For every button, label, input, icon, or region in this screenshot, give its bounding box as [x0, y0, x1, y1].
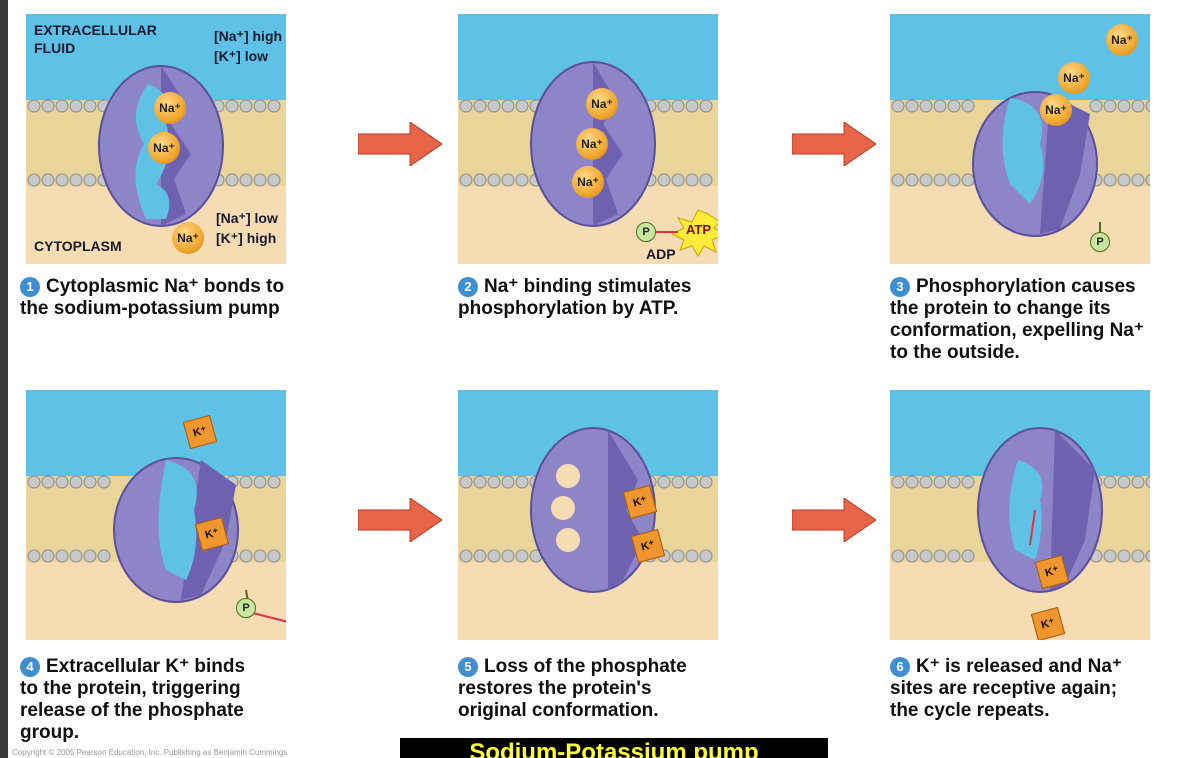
na-high-label: [Na⁺] high [214, 28, 282, 44]
caption-line: to the protein, triggering [20, 678, 241, 699]
caption-line: release of the phosphate [20, 700, 244, 721]
caption-line: restores the protein's [458, 678, 652, 699]
step-number-badge: 2 [458, 277, 478, 297]
figure-frame: EXTRACELLULAR FLUID [Na⁺] high [K⁺] low … [8, 0, 1192, 758]
na-ion: Na⁺ [1106, 24, 1138, 56]
panel-step-3: Na⁺ Na⁺ Na⁺ P [890, 14, 1150, 264]
panel-5-illustration [458, 390, 718, 640]
caption-line: the protein to change its [890, 298, 1111, 319]
right-arrow-icon [792, 498, 876, 542]
caption-line: Loss of the phosphate [484, 656, 687, 677]
extracellular-label-2: FLUID [34, 40, 75, 56]
caption-line: Cytoplasmic Na⁺ bonds to [46, 276, 284, 297]
caption-line: Na⁺ binding stimulates [484, 276, 691, 297]
k-high-label: [K⁺] high [216, 230, 276, 246]
na-low-label: [Na⁺] low [216, 210, 278, 226]
na-ion: Na⁺ [586, 88, 618, 120]
caption-line: to the outside. [890, 342, 1020, 363]
step-3-caption: 3 Phosphorylation causes the protein to c… [890, 276, 1192, 364]
step-4-caption: 4 Extracellular K⁺ binds to the protein, … [20, 656, 360, 744]
step-number-badge: 4 [20, 657, 40, 677]
extracellular-label-1: EXTRACELLULAR [34, 22, 157, 38]
right-arrow-icon [358, 122, 442, 166]
panel-6-illustration [890, 390, 1150, 640]
panel-step-1: EXTRACELLULAR FLUID [Na⁺] high [K⁺] low … [26, 14, 286, 264]
panel-step-2: Na⁺ Na⁺ Na⁺ ATP ADP P [458, 14, 718, 264]
na-ion: Na⁺ [572, 166, 604, 198]
right-arrow-icon [792, 122, 876, 166]
caption-line: the sodium-potassium pump [20, 298, 280, 319]
panel-step-6: K⁺ K⁺ [890, 390, 1150, 640]
right-arrow-icon [358, 498, 442, 542]
caption-line: K⁺ is released and Na⁺ [916, 656, 1122, 677]
caption-line: the cycle repeats. [890, 700, 1049, 721]
step-2-caption: 2 Na⁺ binding stimulates phosphorylation … [458, 276, 798, 320]
panel-step-4: K⁺ K⁺ P P [26, 390, 286, 640]
caption-line: sites are receptive again; [890, 678, 1117, 699]
step-number-badge: 6 [890, 657, 910, 677]
adp-label: ADP [646, 246, 676, 262]
k-low-label: [K⁺] low [214, 48, 268, 64]
step-number-badge: 1 [20, 277, 40, 297]
atp-label: ATP [686, 222, 711, 238]
caption-line: Extracellular K⁺ binds [46, 656, 245, 677]
step-number-badge: 5 [458, 657, 478, 677]
step-5-caption: 5 Loss of the phosphate restores the prot… [458, 656, 798, 722]
slide-title: Sodium-Potassium pump [400, 738, 828, 758]
na-ion: Na⁺ [172, 222, 204, 254]
phosphate-icon: P [636, 222, 656, 242]
panel-step-5: K⁺ K⁺ [458, 390, 718, 640]
step-number-badge: 3 [890, 277, 910, 297]
phosphate-icon: P [1090, 232, 1110, 252]
cytoplasm-label: CYTOPLASM [34, 238, 122, 254]
na-ion: Na⁺ [148, 132, 180, 164]
caption-line: group. [20, 722, 79, 743]
na-ion: Na⁺ [1040, 94, 1072, 126]
copyright-notice: Copyright © 2005 Pearson Education, Inc.… [12, 748, 287, 757]
caption-line: Phosphorylation causes [916, 276, 1136, 297]
step-1-caption: 1 Cytoplasmic Na⁺ bonds to the sodium-pot… [20, 276, 360, 320]
na-ion: Na⁺ [576, 128, 608, 160]
na-ion: Na⁺ [1058, 62, 1090, 94]
caption-line: phosphorylation by ATP. [458, 298, 678, 319]
phosphate-icon: P [236, 598, 256, 618]
step-6-caption: 6 K⁺ is released and Na⁺ sites are recept… [890, 656, 1190, 722]
na-ion: Na⁺ [154, 92, 186, 124]
caption-line: conformation, expelling Na⁺ [890, 320, 1144, 341]
caption-line: original conformation. [458, 700, 659, 721]
